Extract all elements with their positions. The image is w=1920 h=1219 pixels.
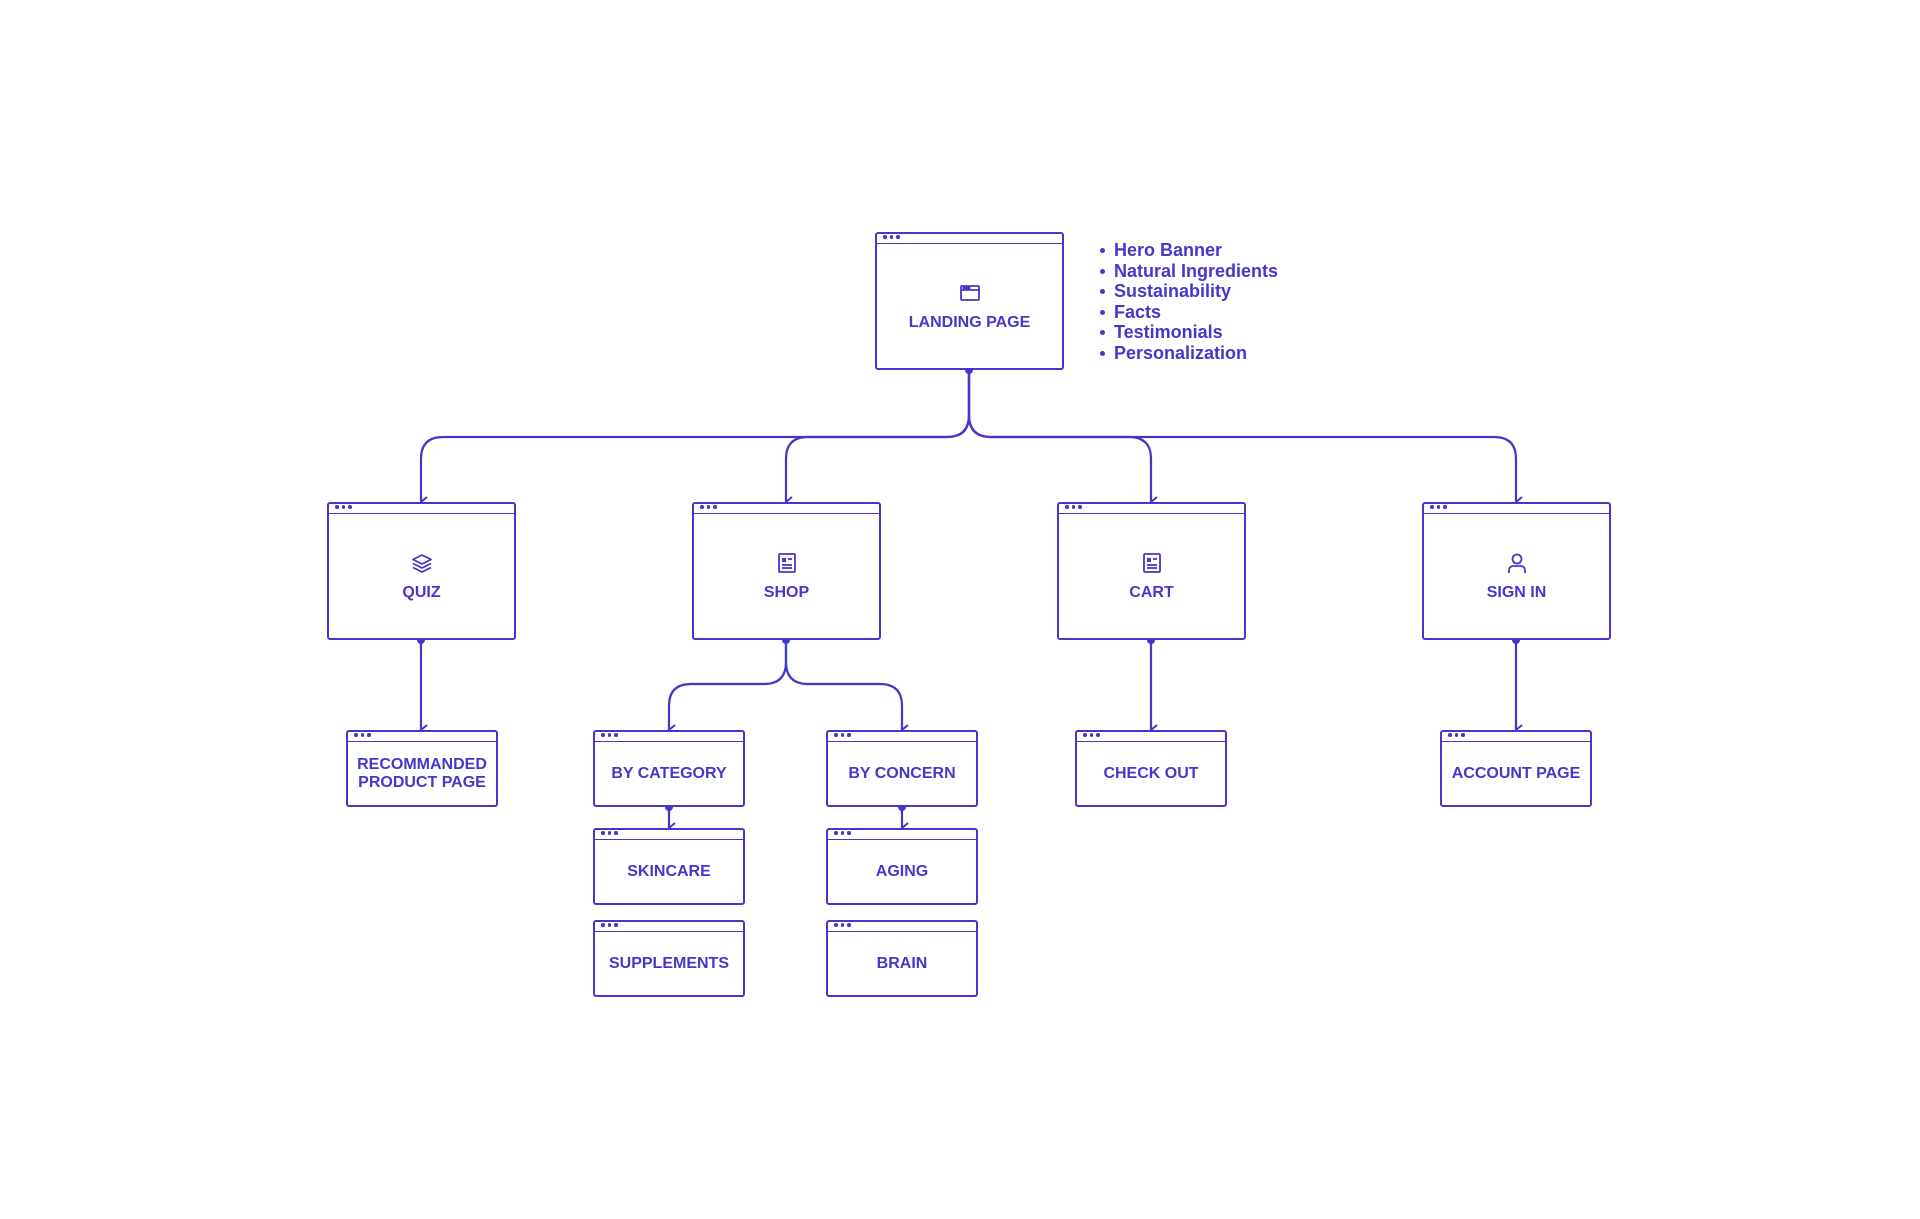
feature-item: Personalization	[1098, 343, 1278, 364]
node-label: AGING	[875, 863, 929, 880]
node-supplements: SUPPLEMENTS	[593, 920, 745, 997]
window-dots-icon	[1065, 505, 1082, 509]
node-landing-page: LANDING PAGE	[875, 232, 1064, 370]
node-label: QUIZ	[402, 583, 441, 601]
window-title-bar	[595, 732, 743, 742]
node-shop: SHOP	[692, 502, 881, 640]
node-label: BRAIN	[876, 955, 928, 972]
node-label: LANDING PAGE	[908, 313, 1031, 331]
node-account-page: ACCOUNT PAGE	[1440, 730, 1592, 807]
window-dots-icon	[834, 831, 851, 835]
window-dots-icon	[700, 505, 717, 509]
connector-root-shop	[784, 370, 971, 508]
window-title-bar	[1077, 732, 1225, 742]
node-check-out: CHECK OUT	[1075, 730, 1227, 807]
window-title-bar	[1442, 732, 1590, 742]
window-dots-icon	[601, 831, 618, 835]
window-title-bar	[828, 922, 976, 932]
node-label: CHECK OUT	[1103, 765, 1199, 782]
window-title-bar	[877, 234, 1062, 244]
window-dots-icon	[883, 235, 900, 239]
window-dots-icon	[601, 923, 618, 927]
node-quiz: QUIZ	[327, 502, 516, 640]
landing-page-features-list: Hero Banner Natural Ingredients Sustaina…	[1098, 240, 1278, 364]
feature-item: Sustainability	[1098, 281, 1278, 302]
window-title-bar	[1059, 504, 1244, 514]
node-cart: CART	[1057, 502, 1246, 640]
window-dots-icon	[601, 733, 618, 737]
feature-item: Facts	[1098, 302, 1278, 323]
user-icon	[1507, 553, 1526, 573]
window-title-bar	[694, 504, 879, 514]
window-dots-icon	[834, 923, 851, 927]
document-icon	[777, 552, 796, 573]
window-title-bar	[828, 830, 976, 840]
node-by-concern: BY CONCERN	[826, 730, 978, 807]
node-label: BY CONCERN	[848, 765, 956, 782]
window-title-bar	[595, 830, 743, 840]
window-title-bar	[595, 922, 743, 932]
connector-root-signin	[967, 370, 1523, 508]
window-title-bar	[1424, 504, 1609, 514]
window-dots-icon	[335, 505, 352, 509]
node-skincare: SKINCARE	[593, 828, 745, 905]
feature-item: Natural Ingredients	[1098, 261, 1278, 282]
node-label: SHOP	[763, 583, 810, 601]
layers-icon	[411, 553, 432, 573]
feature-item: Testimonials	[1098, 322, 1278, 343]
window-dots-icon	[1083, 733, 1100, 737]
node-label: ACCOUNT PAGE	[1451, 765, 1581, 782]
window-title-bar	[348, 732, 496, 742]
connector-shop-concern	[784, 640, 909, 736]
connector-shop-category	[667, 640, 788, 736]
document-icon	[1142, 552, 1161, 573]
window-dots-icon	[1430, 505, 1447, 509]
node-aging: AGING	[826, 828, 978, 905]
node-label: BY CATEGORY	[611, 765, 727, 782]
feature-item: Hero Banner	[1098, 240, 1278, 261]
browser-window-icon	[959, 284, 980, 301]
node-label: SUPPLEMENTS	[608, 955, 729, 972]
node-label: CART	[1129, 583, 1174, 601]
node-brain: BRAIN	[826, 920, 978, 997]
window-title-bar	[828, 732, 976, 742]
node-recommanded-product-page: RECOMMANDED PRODUCT PAGE	[346, 730, 498, 807]
window-title-bar	[329, 504, 514, 514]
node-by-category: BY CATEGORY	[593, 730, 745, 807]
node-label: SIGN IN	[1486, 583, 1547, 601]
window-dots-icon	[1448, 733, 1465, 737]
node-label: RECOMMANDED PRODUCT PAGE	[357, 756, 487, 791]
node-sign-in: SIGN IN	[1422, 502, 1611, 640]
window-dots-icon	[354, 733, 371, 737]
window-dots-icon	[834, 733, 851, 737]
node-label: SKINCARE	[627, 863, 711, 880]
